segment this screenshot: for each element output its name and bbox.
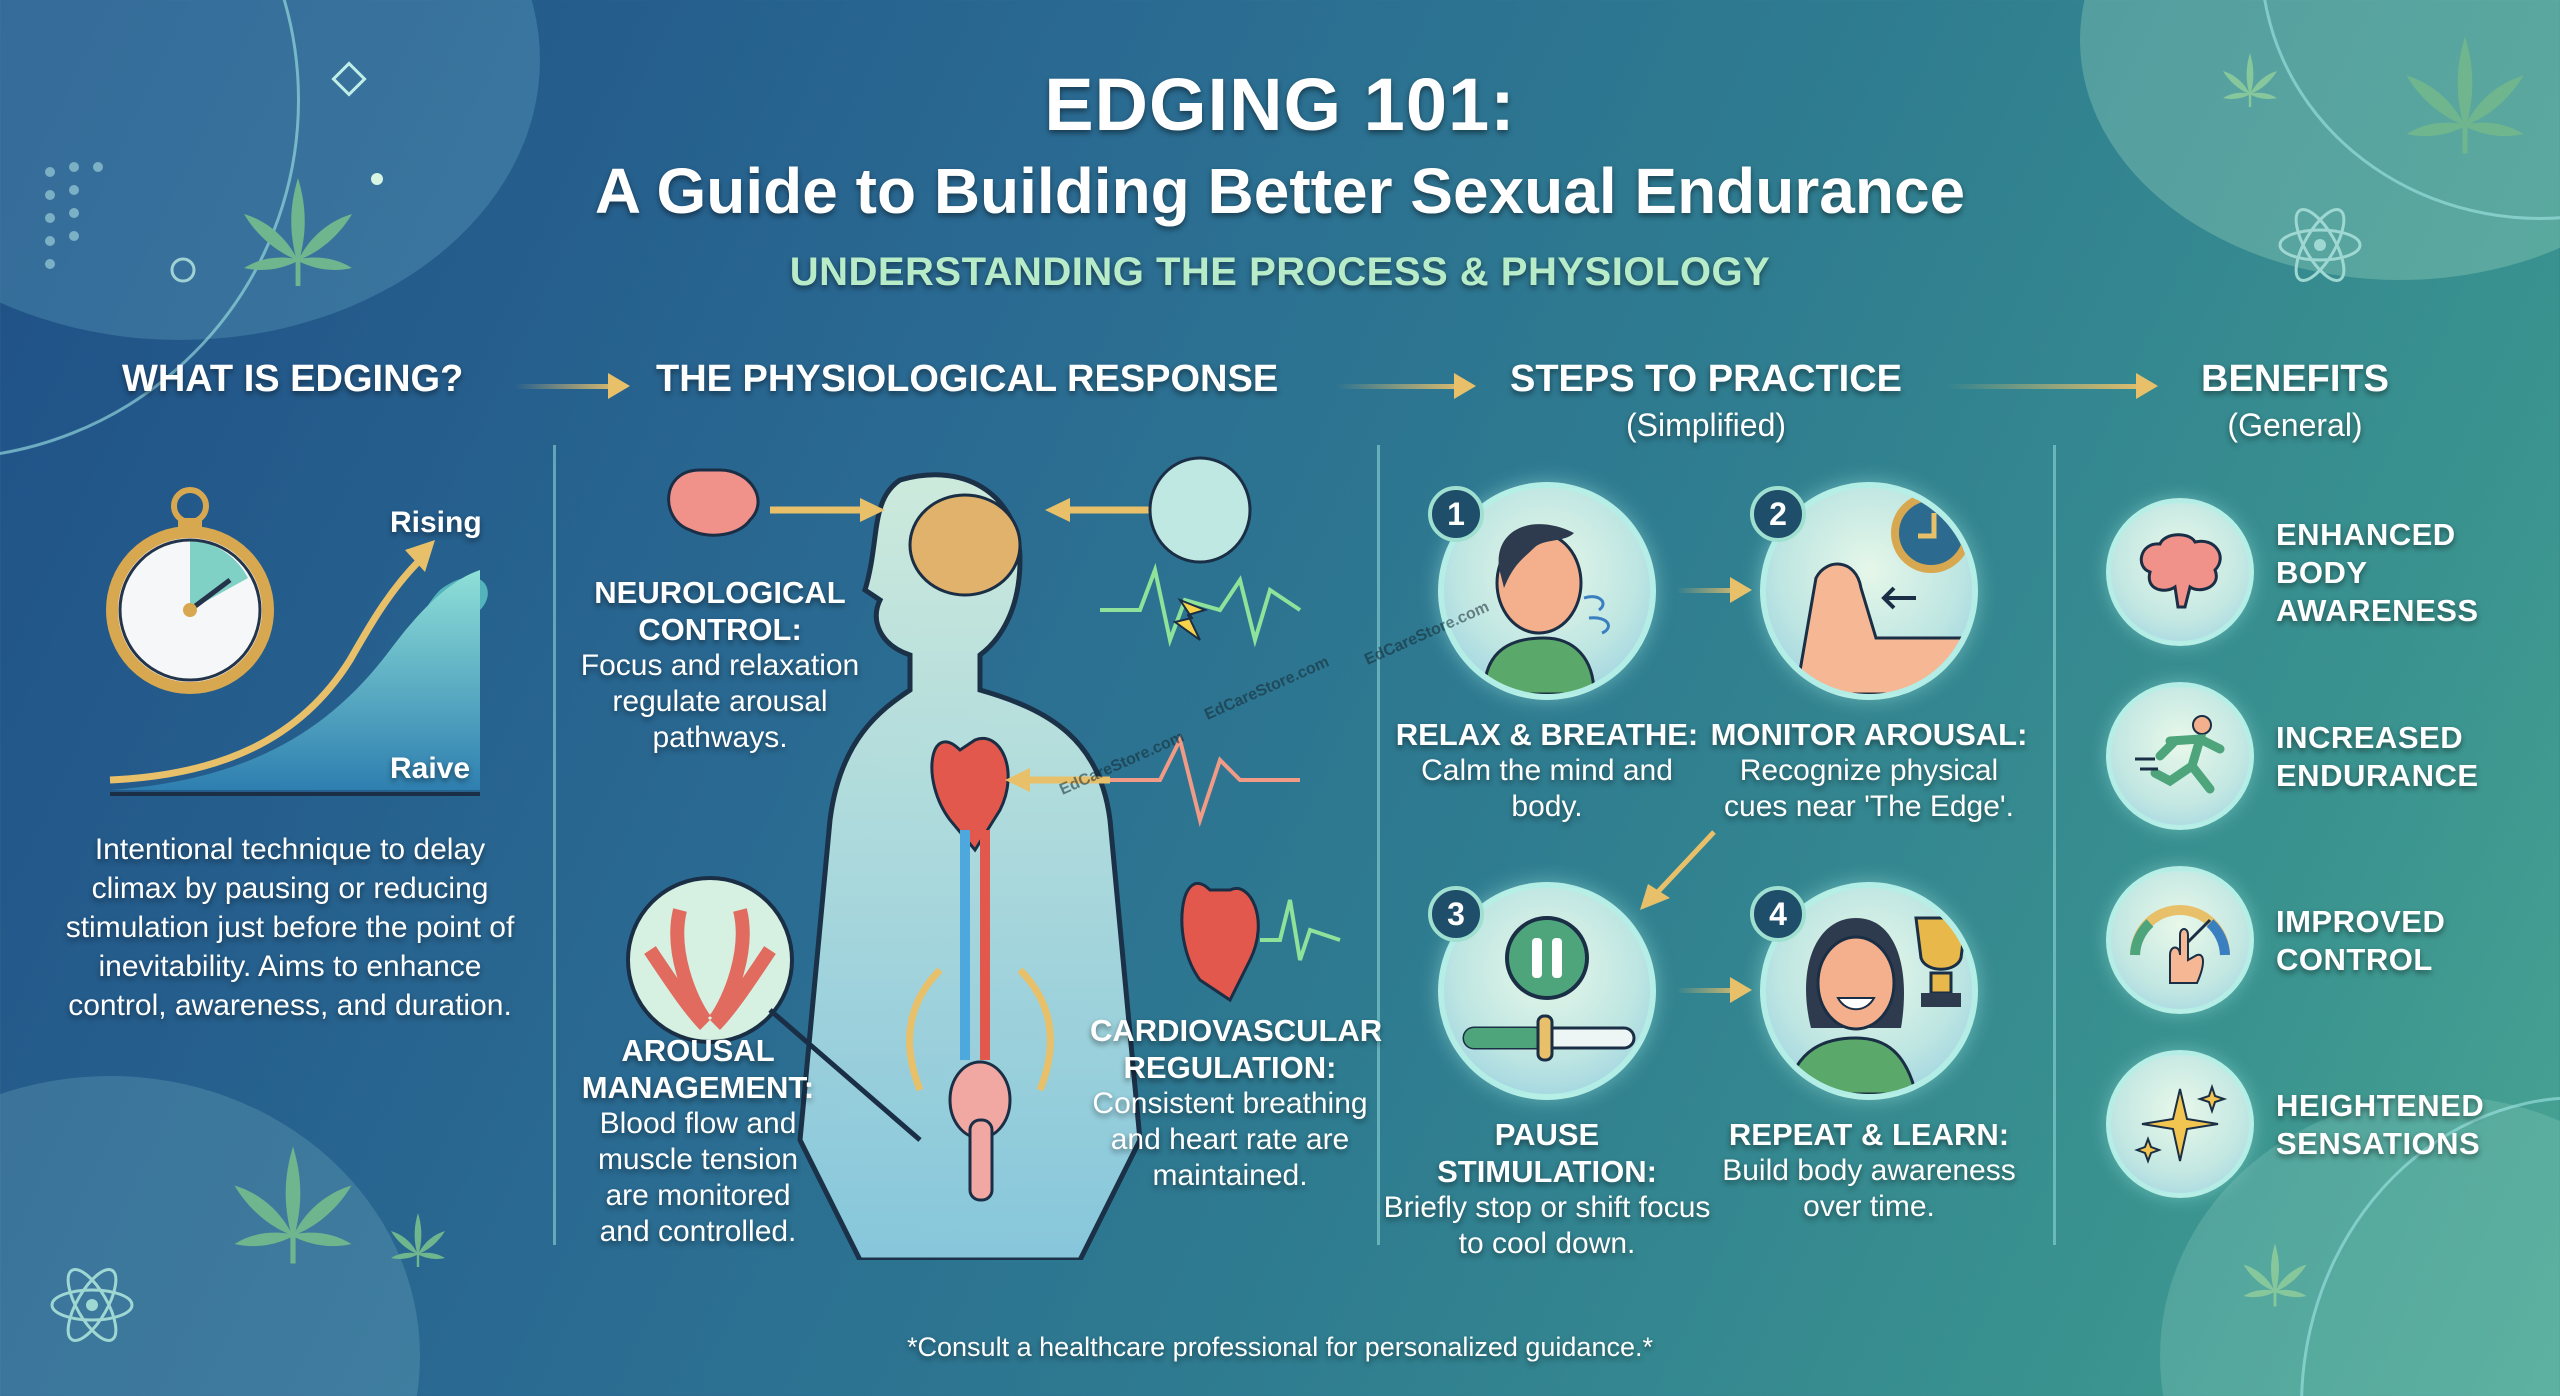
benefit-item: HEIGHTENED SENSATIONS: [2106, 1050, 2526, 1200]
benefit-item: IMPROVED CONTROL: [2106, 866, 2526, 1016]
stopwatch-wave-icon: [106, 487, 488, 796]
steps-subheading: (Simplified): [1625, 407, 1787, 443]
cardiovascular-regulation-title: CARDIOVASCULAR REGULATION:: [1090, 1013, 1383, 1085]
step-2-body: Recognize physical cues near 'The Edge'.: [1724, 754, 2014, 823]
section-heading-physiological-response: THE PHYSIOLOGICAL RESPONSE: [656, 358, 1279, 400]
pause-slider-icon: [1462, 916, 1636, 1062]
neurological-control-label: NEUROLOGICAL CONTROL: Focus and relaxati…: [570, 574, 870, 756]
step-number-badge: 2: [1750, 486, 1806, 542]
neurological-control-title: NEUROLOGICAL CONTROL:: [594, 575, 846, 647]
step-number-badge: 3: [1428, 886, 1484, 942]
arousal-management-label: AROUSAL MANAGEMENT: Blood flow and muscl…: [578, 1032, 818, 1250]
sparkle-icon: [2106, 1050, 2254, 1198]
step-3-title: PAUSE STIMULATION:: [1437, 1117, 1657, 1189]
step-3-text: PAUSE STIMULATION: Briefly stop or shift…: [1382, 1116, 1712, 1262]
human-body-illustration: [626, 456, 1341, 1263]
what-is-edging-description: Intentional technique to delay climax by…: [65, 833, 515, 1022]
person-trophy-icon: [1784, 916, 1968, 1094]
step-1-illustration: [1438, 482, 1656, 700]
step-number-badge: 4: [1750, 886, 1806, 942]
body-diagram: [580, 440, 1360, 1263]
step-2-text: MONITOR AROUSAL: Recognize physical cues…: [1704, 716, 2034, 825]
page-header: EDGING 101: A Guide to Building Better S…: [0, 60, 2560, 295]
step-1-body: Calm the mind and body.: [1421, 754, 1673, 823]
disclaimer-footer: *Consult a healthcare professional for p…: [907, 1332, 1653, 1362]
section-heading-benefits: BENEFITS (General): [2180, 358, 2410, 444]
benefit-label: ENHANCED BODY AWARENESS: [2276, 517, 2479, 628]
arousal-management-title: AROUSAL MANAGEMENT:: [581, 1033, 815, 1105]
benefits-heading-text: BENEFITS: [2201, 358, 2389, 400]
benefit-item: INCREASED ENDURANCE: [2106, 682, 2526, 832]
flow-arrow-icon: [1946, 373, 2158, 399]
step-2-title: MONITOR AROUSAL:: [1710, 717, 2028, 752]
step-4-text: REPEAT & LEARN: Build body awareness ove…: [1704, 1116, 2034, 1225]
neurological-control-body: Focus and relaxation regulate arousal pa…: [580, 649, 860, 754]
runner-icon: [2106, 682, 2254, 830]
benefit-label: IMPROVED CONTROL: [2276, 904, 2446, 977]
flow-arrow-icon: [514, 373, 630, 399]
page-tagline: UNDERSTANDING THE PROCESS & PHYSIOLOGY: [789, 250, 1771, 294]
chart-label-rising: Rising: [390, 506, 482, 539]
chart-label-raive: Raive: [390, 752, 471, 785]
column-divider: [2053, 445, 2056, 1245]
step-3-body: Briefly stop or shift focus to cool down…: [1383, 1191, 1711, 1260]
flow-arrow-icon: [1676, 977, 1752, 1003]
step-1-title: RELAX & BREATHE:: [1395, 717, 1699, 752]
edging-illustration: Rising Raive: [100, 480, 500, 810]
flow-arrow-icon: [1676, 577, 1752, 603]
arousal-management-body: Blood flow and muscle tension are monito…: [597, 1107, 799, 1248]
breathing-person-icon: [1482, 524, 1610, 694]
step-3-illustration: [1438, 882, 1656, 1100]
column-divider: [1377, 445, 1380, 1245]
leaf-icon: [2243, 1243, 2307, 1307]
benefit-item: ENHANCED BODY AWARENESS: [2106, 498, 2526, 648]
benefit-label: HEIGHTENED SENSATIONS: [2276, 1088, 2485, 1161]
leaf-icon: [391, 1213, 445, 1267]
brain-icon: [2106, 498, 2254, 646]
step-4-body: Build body awareness over time.: [1722, 1154, 2016, 1223]
cardiovascular-regulation-label: CARDIOVASCULAR REGULATION: Consistent br…: [1090, 1012, 1383, 1194]
step-number-badge: 1: [1428, 486, 1484, 542]
section-heading-what-is-edging: WHAT IS EDGING?: [122, 358, 464, 400]
steps-heading-text: STEPS TO PRACTICE: [1509, 358, 1903, 400]
diagonal-arrow-icon: [1640, 830, 1716, 910]
page-title: EDGING 101:: [1044, 63, 1516, 146]
benefit-label: INCREASED ENDURANCE: [2276, 720, 2479, 793]
step-4-title: REPEAT & LEARN:: [1728, 1117, 2010, 1152]
cardiovascular-regulation-body: Consistent breathing and heart rate are …: [1092, 1087, 1368, 1192]
step-1-text: RELAX & BREATHE: Calm the mind and body.: [1382, 716, 1712, 825]
column-divider: [553, 445, 556, 1245]
flow-arrow-icon: [1336, 373, 1476, 399]
section-heading-steps: STEPS TO PRACTICE (Simplified): [1506, 358, 1906, 444]
benefits-subheading: (General): [2227, 407, 2363, 443]
leaf-icon: [234, 1146, 352, 1264]
page-subtitle: A Guide to Building Better Sexual Endura…: [594, 155, 1966, 227]
gauge-hand-icon: [2106, 866, 2254, 1014]
